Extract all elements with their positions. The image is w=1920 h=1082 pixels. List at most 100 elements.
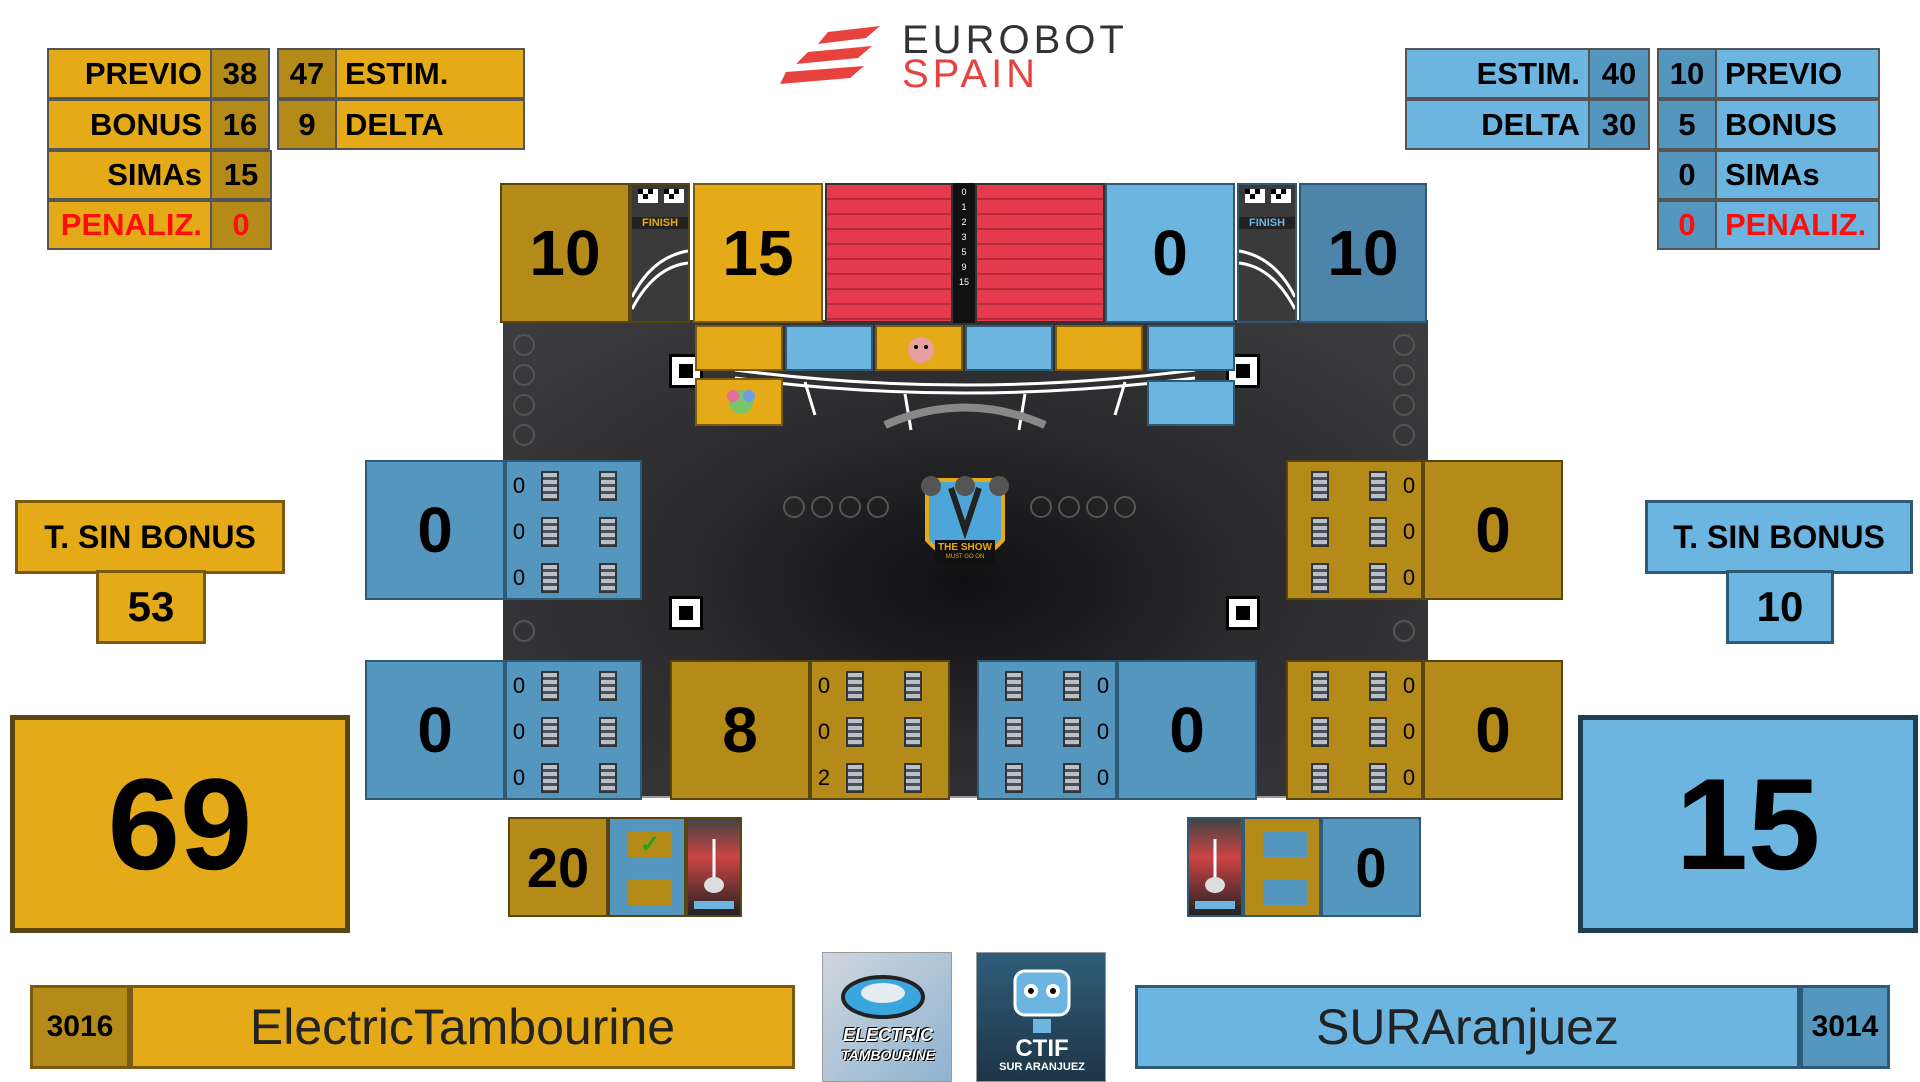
blue-penaliz-label: PENALIZ. (1715, 200, 1880, 250)
shelf-count: 0 (817, 719, 831, 744)
top-zone-tile (695, 325, 783, 371)
shelf-count: 0 (512, 765, 526, 790)
shield-icon (925, 478, 1005, 564)
shelf-row: 0 (507, 464, 640, 508)
blue-previo-value: 10 (1657, 48, 1717, 99)
shelf-panel-yellow-left-top: 0 0 0 (505, 460, 642, 600)
yellow-previo-label: PREVIO (47, 48, 212, 99)
blue-total-score: 15 (1578, 715, 1918, 933)
yellow-delta-value: 9 (277, 99, 337, 150)
can-icon (1311, 471, 1329, 501)
yellow-check-panel: ✓ (608, 817, 686, 917)
finish-label: FINISH (632, 217, 688, 229)
shelf-panel-blue-right-bottom: 0 0 0 (1286, 660, 1423, 800)
can-icon (599, 717, 617, 747)
yellow-left-bottom-score: 0 (365, 660, 505, 800)
shelf-count: 0 (512, 673, 526, 698)
swoosh-icon (780, 26, 880, 84)
blue-right-top-score: 0 (1423, 460, 1563, 600)
yellow-logo-line-1: ELECTRIC (843, 1025, 933, 1045)
yellow-previo-value: 38 (210, 48, 270, 99)
can-icon (1005, 763, 1023, 793)
shelf-row: 0 (1288, 556, 1421, 600)
guitar-icon (1195, 839, 1235, 909)
blue-logo-line-2: SUR ARANJUEZ (999, 1061, 1085, 1073)
blue-zone-score: 0 (1105, 183, 1235, 323)
field-slot-circle (513, 334, 535, 356)
track-arc (1239, 249, 1295, 310)
shelf-count: 0 (512, 719, 526, 744)
blue-estim-value: 40 (1588, 48, 1650, 99)
can-icon (1369, 471, 1387, 501)
shelf-count: 0 (1096, 719, 1110, 744)
finish-label: FINISH (1239, 217, 1295, 229)
can-icon (1369, 763, 1387, 793)
shelf-count: 0 (817, 673, 831, 698)
blue-delta-label: DELTA (1405, 99, 1590, 150)
track-arc (632, 249, 688, 310)
can-icon (599, 671, 617, 701)
field-slot-circle (1393, 424, 1415, 446)
field-slot-circle (811, 496, 833, 518)
blue-simas-value: 0 (1657, 150, 1717, 200)
tambourine-icon (841, 975, 925, 1019)
can-icon (1369, 563, 1387, 593)
blue-bottom-score: 0 (1321, 817, 1421, 917)
yellow-logo-line-2: TAMBOURINE (841, 1047, 935, 1063)
can-icon (541, 471, 559, 501)
shelf-row: 0 (1288, 510, 1421, 554)
top-zone-tile (785, 325, 873, 371)
brand-line-1: EUROBOT (902, 18, 1128, 62)
shelf-row: 0 (1288, 756, 1421, 800)
creature-icon (727, 390, 755, 414)
yellow-team-number: 3016 (30, 985, 130, 1069)
can-icon (1369, 717, 1387, 747)
shelf-row: 0 (812, 710, 948, 754)
score-scale: 0 1 2 3 5 9 15 (953, 183, 975, 323)
blue-penaliz-value: 0 (1657, 200, 1717, 250)
blue-delta-value: 30 (1588, 99, 1650, 150)
field-slot-circle (513, 394, 535, 416)
can-icon (846, 763, 864, 793)
can-icon (541, 763, 559, 793)
shelf-panel-blue-right-top: 0 0 0 (1286, 460, 1423, 600)
shelf-row: 0 (507, 510, 640, 554)
scale-value: 2 (961, 217, 967, 227)
top-zone-tile (1147, 325, 1235, 371)
field-slot-circle (783, 496, 805, 518)
can-icon (1311, 763, 1329, 793)
shelf-count: 0 (512, 565, 526, 590)
can-icon (1311, 671, 1329, 701)
can-icon (904, 717, 922, 747)
shelf-count: 0 (512, 519, 526, 544)
emblem-title: THE SHOW (938, 542, 992, 553)
can-icon (1063, 717, 1081, 747)
can-icon (1369, 517, 1387, 547)
blue-center-bottom-score: 0 (1117, 660, 1257, 800)
blue-logo-line-1: CTIF (1015, 1035, 1069, 1062)
yellow-penaliz-label: PENALIZ. (47, 200, 212, 250)
shelf-count: 0 (1402, 565, 1416, 590)
checkmark-icon: ✓ (639, 830, 661, 858)
yellow-team-name: ElectricTambourine (130, 985, 795, 1069)
robot-icon (1013, 969, 1071, 1033)
yellow-delta-label: DELTA (335, 99, 525, 150)
top-zone-tile (965, 325, 1053, 371)
shelf-row: 0 (1288, 464, 1421, 508)
aruco-marker-icon (1226, 354, 1260, 388)
shelf-count: 0 (1402, 673, 1416, 698)
yellow-bottom-score: 20 (508, 817, 608, 917)
field-slot-circle (1393, 364, 1415, 386)
yellow-bonus-value: 16 (210, 99, 270, 150)
blue-team-number: 3014 (1800, 985, 1890, 1069)
can-icon (1063, 671, 1081, 701)
blue-right-bottom-score: 0 (1423, 660, 1563, 800)
blue-stage-bars (975, 183, 1105, 323)
brand-line-2: SPAIN (902, 52, 1040, 96)
shelf-row: 0 (507, 710, 640, 754)
field-slot-circle (513, 620, 535, 642)
can-icon (541, 563, 559, 593)
finish-flag-icon (638, 189, 684, 203)
blue-previo-label: PREVIO (1715, 48, 1880, 99)
guitar-icon (694, 839, 734, 909)
